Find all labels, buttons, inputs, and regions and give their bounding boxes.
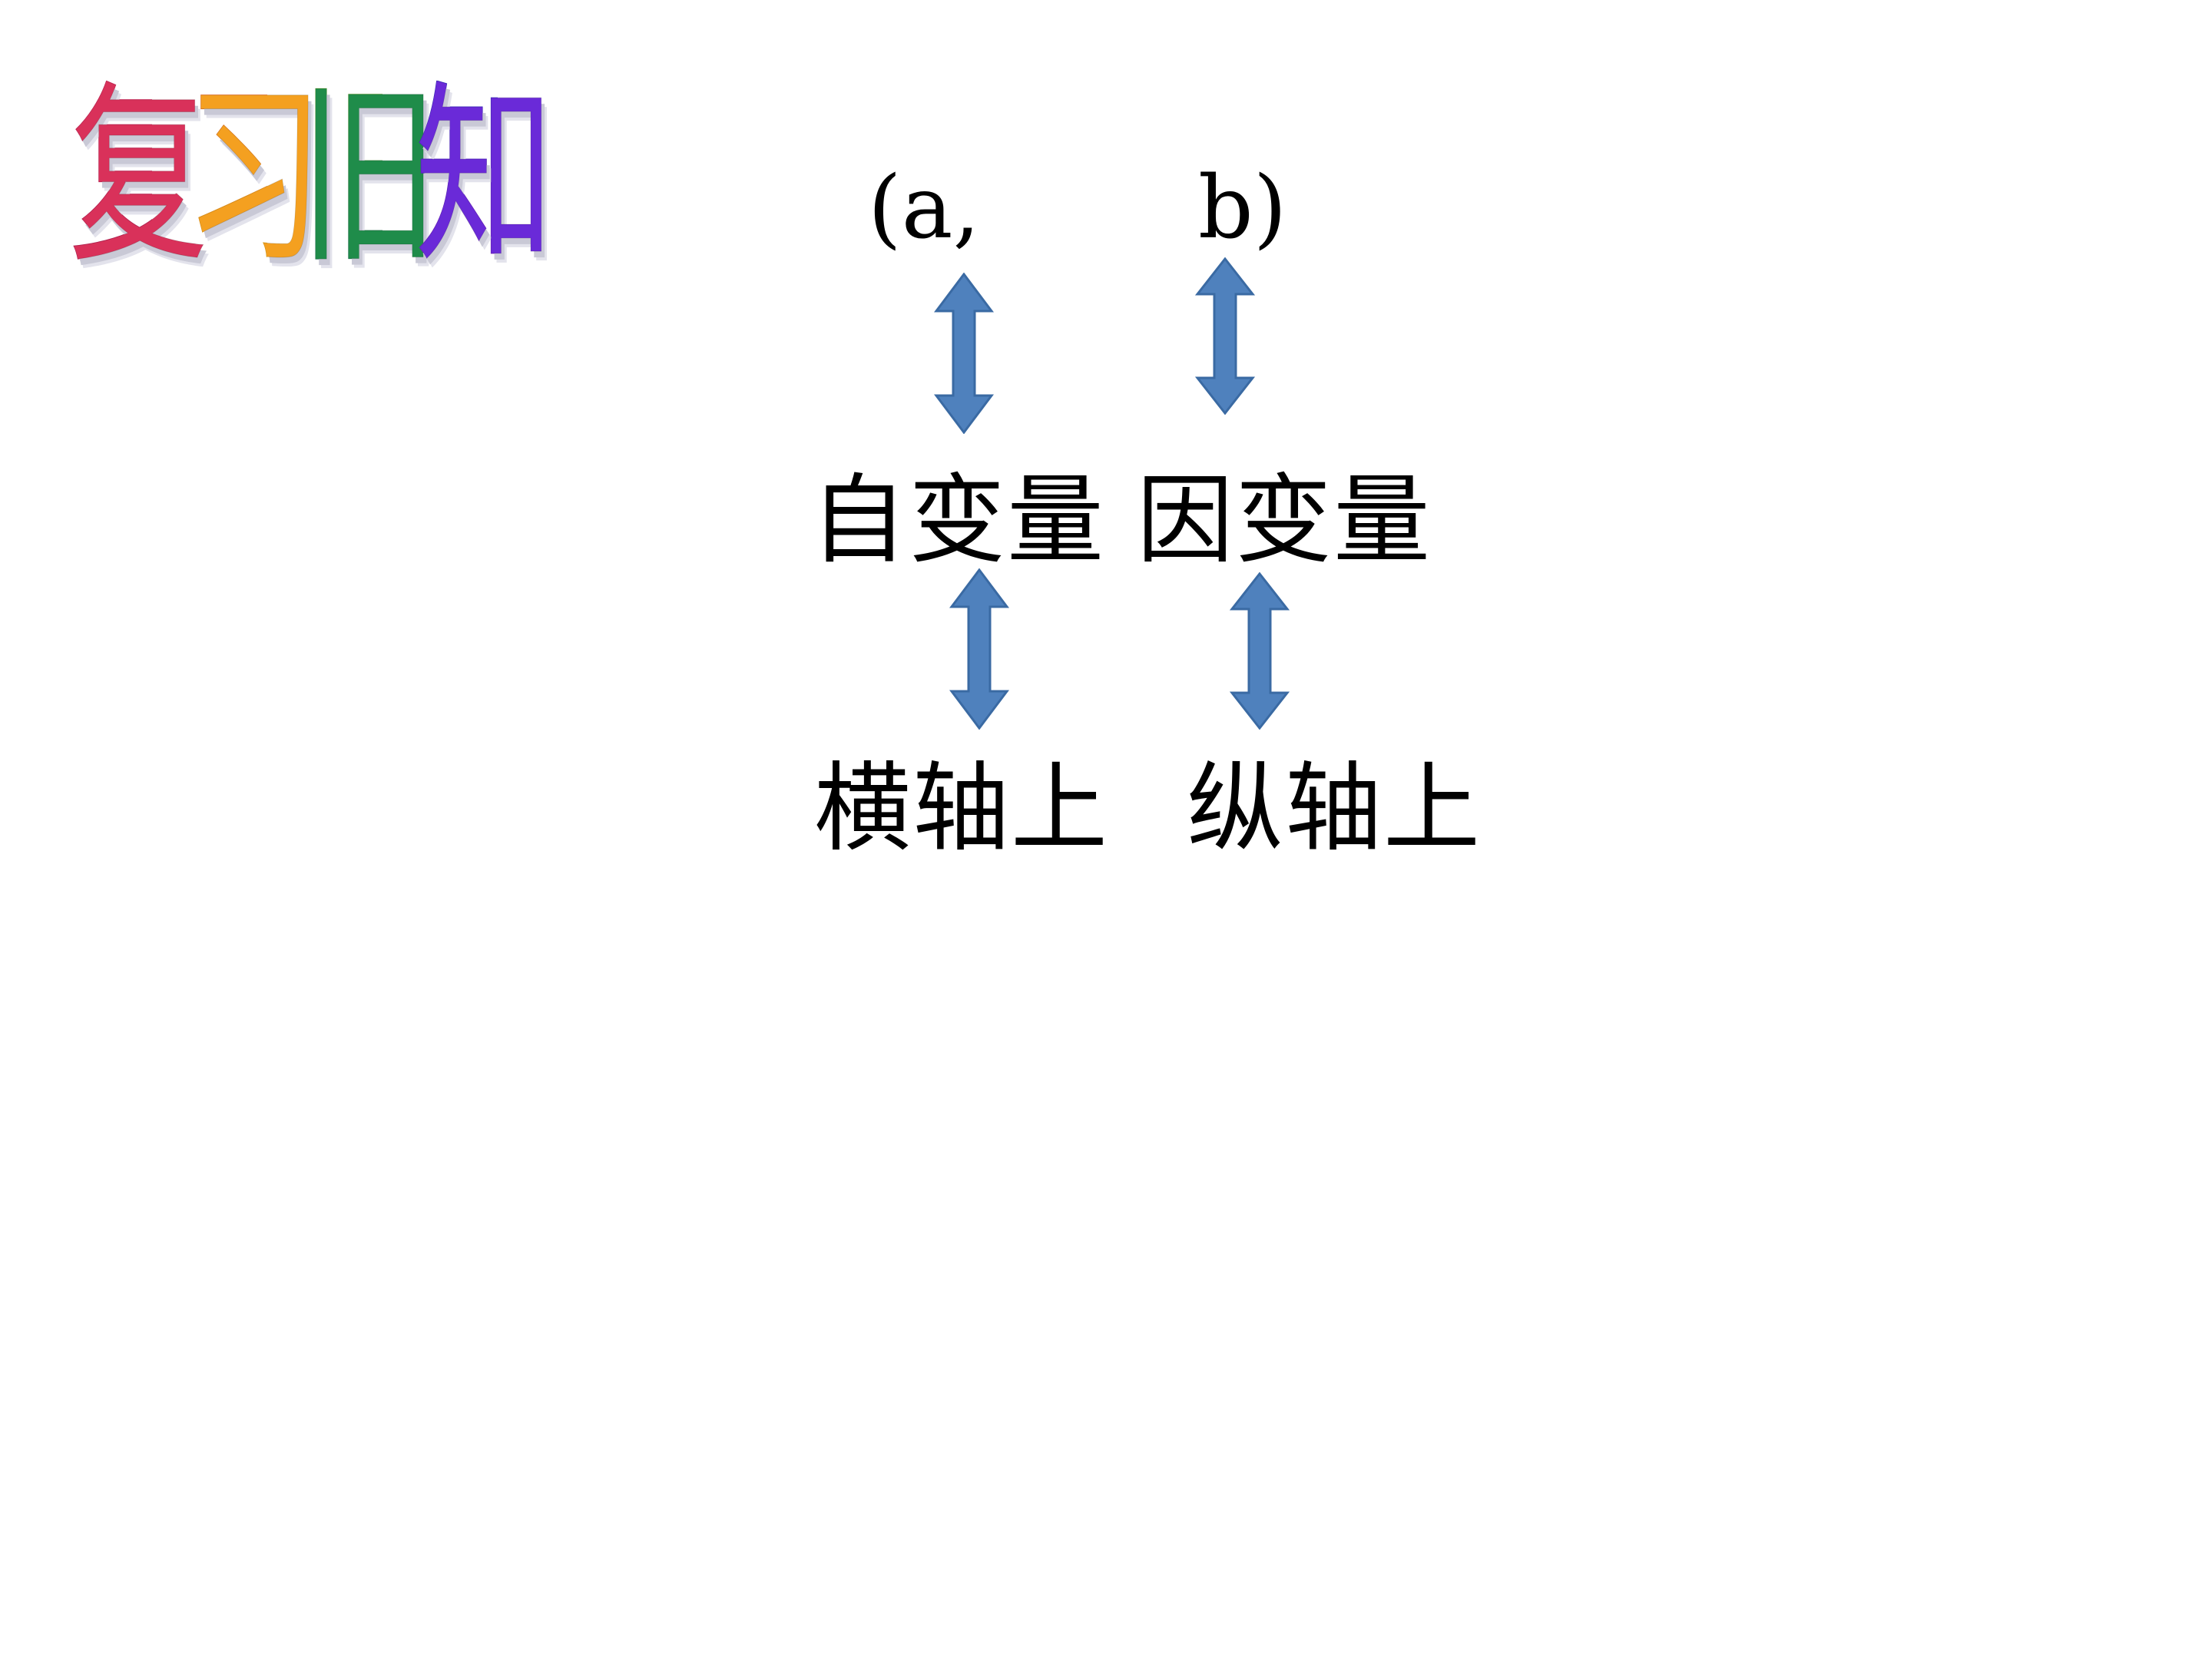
double-arrow-icon-a bbox=[934, 273, 994, 434]
x-axis-label: 横轴上 bbox=[814, 752, 1109, 865]
coordinate-b-label: b) bbox=[1198, 158, 1287, 258]
slide-title: 复 习 旧 知 bbox=[69, 65, 555, 290]
dependent-variable-label: 因变量 bbox=[1137, 464, 1432, 577]
double-arrow-icon-x-axis bbox=[949, 568, 1009, 730]
title-char-1: 复 bbox=[69, 65, 209, 290]
double-arrow-icon-b bbox=[1194, 257, 1256, 415]
independent-variable-label: 自变量 bbox=[810, 464, 1105, 577]
title-char-2: 习 bbox=[184, 65, 324, 290]
y-axis-label: 纵轴上 bbox=[1187, 752, 1482, 865]
coordinate-a-label: (a, bbox=[868, 158, 981, 258]
title-char-3: 旧 bbox=[300, 65, 439, 290]
double-arrow-icon-y-axis bbox=[1229, 572, 1290, 730]
title-char-4: 知 bbox=[415, 65, 555, 290]
